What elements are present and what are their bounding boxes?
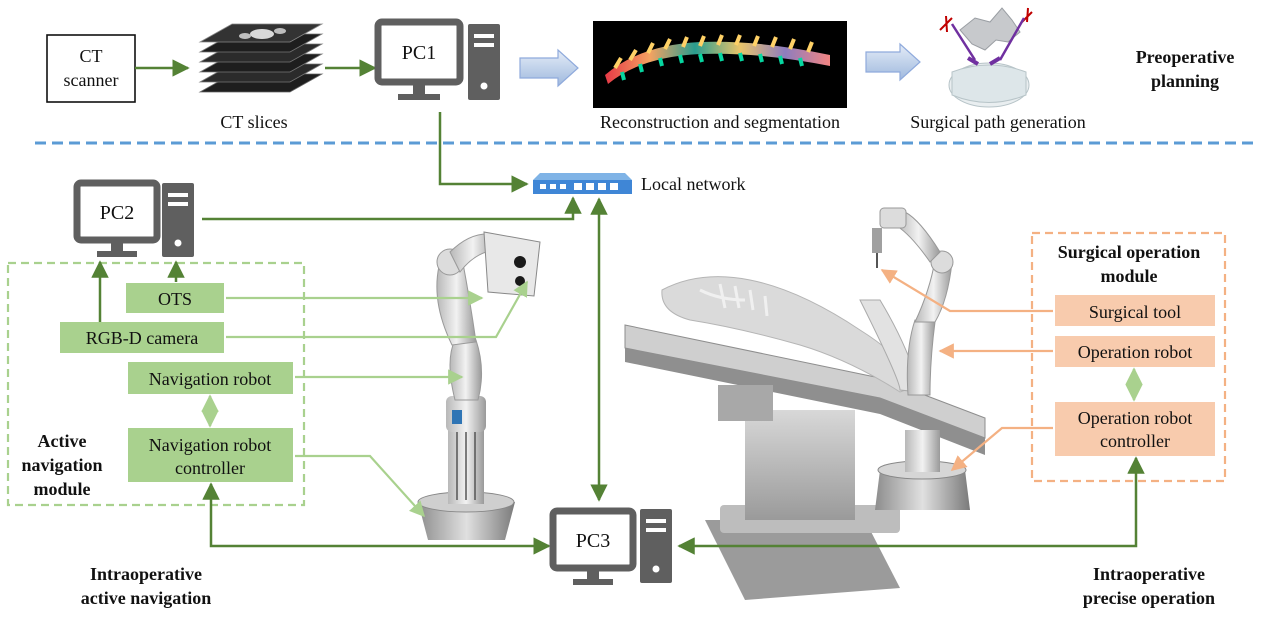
navigation-module-title-2: navigation — [21, 455, 102, 475]
ots-label: OTS — [158, 289, 192, 309]
operation-section-title-2: precise operation — [1083, 588, 1215, 608]
reconstruction-image — [593, 21, 847, 108]
navigation-module-title-1: Active — [38, 431, 87, 451]
ct-scanner-label-2: scanner — [64, 70, 119, 90]
ct-slices-image — [198, 23, 324, 93]
navigation-section-title-2: active navigation — [81, 588, 212, 608]
surgical-tool-label: Surgical tool — [1089, 302, 1181, 322]
rgbd-camera-box: RGB-D camera — [60, 322, 224, 353]
pc1-label: PC1 — [402, 42, 436, 64]
navigation-module-frame — [6, 261, 306, 507]
operation-module-title-1: Surgical operation — [1058, 242, 1201, 262]
ots-box: OTS — [126, 283, 224, 313]
arrow-pc1-to-network — [438, 112, 529, 193]
surgical-path-image — [939, 7, 1033, 108]
navigation-module-title-3: module — [33, 479, 90, 499]
operation-robot-label: Operation robot — [1078, 342, 1192, 362]
pc3-label: PC3 — [576, 530, 610, 552]
ct-scanner-node: CT scanner — [46, 34, 136, 103]
ct-slices-label: CT slices — [220, 112, 287, 132]
pc2-computer-icon: PC2 — [73, 179, 194, 257]
arrow-opcontroller-to-base — [950, 426, 1053, 471]
navigation-section-title-1: Intraoperative — [90, 564, 202, 584]
path-generation-label: Surgical path generation — [910, 112, 1086, 132]
arrow-rgbd-to-robot — [226, 280, 528, 339]
navigation-robot-image — [417, 231, 541, 540]
operation-section-title-1: Intraoperative — [1093, 564, 1205, 584]
arrow-navcontroller-pc3 — [202, 482, 551, 555]
arrow-controller-to-base — [295, 454, 426, 518]
operation-controller-box: Operation robot controller — [1055, 402, 1215, 456]
navigation-robot-label: Navigation robot — [149, 369, 271, 389]
pc1-computer-icon: PC1 — [374, 18, 500, 100]
surgical-tool-box: Surgical tool — [1055, 295, 1215, 326]
ct-scanner-label-1: CT — [79, 46, 102, 66]
rgbd-label: RGB-D camera — [86, 328, 198, 348]
navigation-controller-label-1: Navigation robot — [149, 435, 271, 455]
navigation-robot-box: Navigation robot — [128, 362, 293, 394]
operation-module-title-2: module — [1100, 266, 1157, 286]
preop-section-title-1: Preoperative — [1136, 47, 1235, 67]
pc3-computer-icon: PC3 — [549, 507, 672, 585]
pc2-label: PC2 — [100, 202, 134, 224]
preop-section-title-2: planning — [1151, 71, 1219, 91]
navigation-controller-box: Navigation robot controller — [128, 428, 293, 482]
network-switch-icon — [533, 173, 632, 194]
operation-robot-image — [872, 207, 954, 396]
network-label: Local network — [641, 174, 745, 194]
arrow-pc2-to-network — [202, 196, 582, 221]
operation-controller-label-2: controller — [1100, 431, 1170, 451]
operation-robot-box: Operation robot — [1055, 336, 1215, 367]
arrow-opcontroller-pc3 — [677, 456, 1145, 555]
reconstruction-label: Reconstruction and segmentation — [600, 112, 840, 132]
navigation-controller-label-2: controller — [175, 458, 245, 478]
operation-controller-label-1: Operation robot — [1078, 408, 1192, 428]
flow-arrow-to-path — [865, 42, 921, 82]
flow-arrow-to-reconstruction — [519, 48, 579, 88]
arrow-tool-to-robot — [880, 269, 1053, 313]
